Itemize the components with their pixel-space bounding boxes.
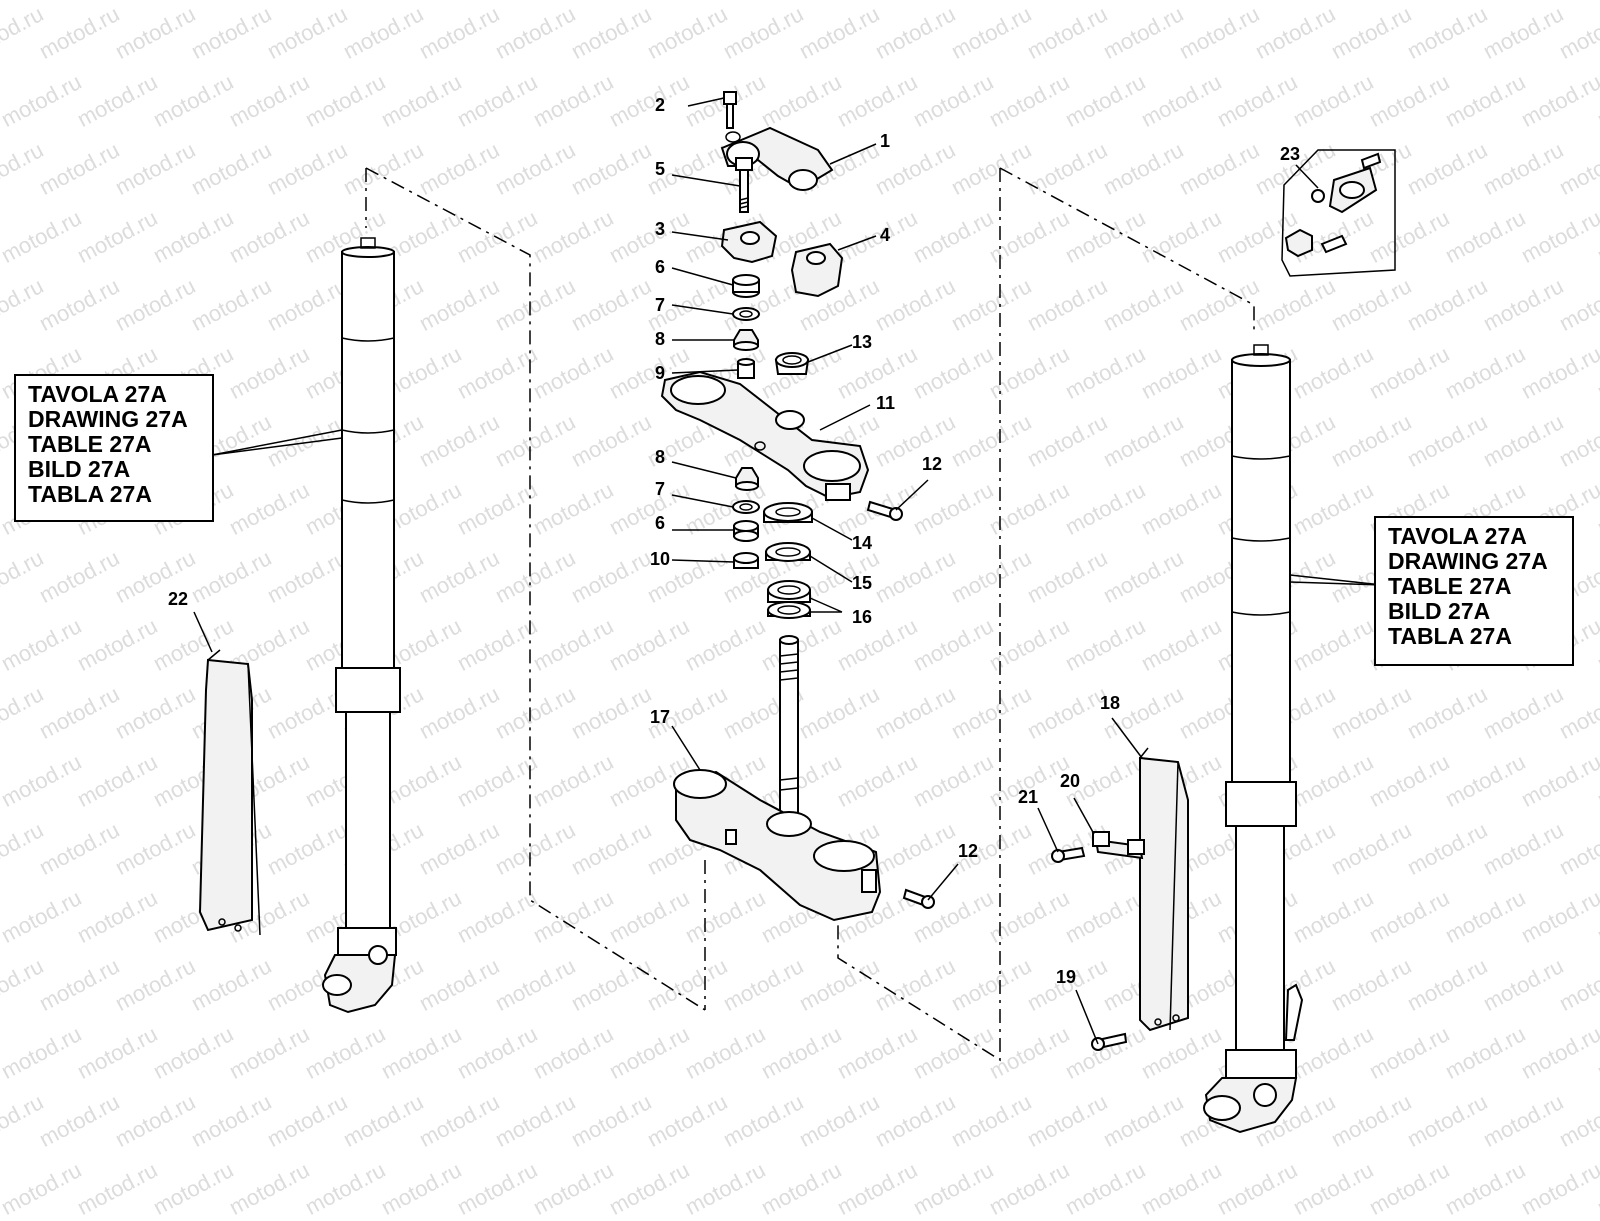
leader-lines: [193, 97, 1383, 1045]
steering-nut-13: [774, 352, 810, 375]
rubber-8-upper: [733, 329, 759, 351]
callout-7-lower: 7: [655, 479, 666, 499]
ref-line: TAVOLA 27A: [28, 381, 167, 407]
callout-6-upper: 6: [655, 257, 666, 277]
fork-guard-18: [1139, 747, 1189, 1032]
callout-17: 17: [650, 707, 671, 727]
fork-leg-left: [322, 237, 401, 1014]
spacer-9: [737, 358, 755, 379]
ref-line: DRAWING 27A: [28, 406, 188, 432]
callout-20: 20: [1060, 771, 1081, 791]
hose-guide-20: [1051, 831, 1145, 863]
callout-6-lower: 6: [655, 513, 666, 533]
fork-guard-22: [198, 649, 261, 936]
callout-12-lower: 12: [958, 841, 979, 861]
callout-16: 16: [852, 607, 873, 627]
callout-19: 19: [1056, 967, 1077, 987]
ref-line: TAVOLA 27A: [1388, 523, 1527, 549]
callout-1: 1: [880, 131, 891, 151]
ref-line: TABLE 27A: [28, 431, 152, 457]
bearing-16: [767, 580, 811, 619]
nut-10: [733, 552, 759, 569]
callout-7-upper: 7: [655, 295, 666, 315]
callout-22: 22: [168, 589, 189, 609]
ref-line: TABLA 27A: [1388, 623, 1512, 649]
callout-9: 9: [655, 363, 666, 383]
ref-line: DRAWING 27A: [1388, 548, 1548, 574]
callout-4: 4: [880, 225, 891, 245]
ref-line: TABLE 27A: [1388, 573, 1512, 599]
kit-23-box: [1281, 149, 1396, 277]
callout-21: 21: [1018, 787, 1039, 807]
callout-3: 3: [655, 219, 666, 239]
washer-7-lower: [732, 500, 760, 514]
lower-triple-clamp-17: [673, 635, 882, 922]
dashed-frame-left: [365, 167, 706, 1011]
callout-13: 13: [852, 332, 873, 352]
ref-line: BILD 27A: [1388, 598, 1491, 624]
bushing-6-lower: [733, 520, 759, 542]
callout-14: 14: [852, 533, 873, 553]
washer-7-upper: [732, 307, 760, 321]
callout-12-upper: 12: [922, 454, 943, 474]
handlebar-clamp-lower-3: [720, 220, 778, 264]
reference-box-left: TAVOLA 27A DRAWING 27A TABLE 27A BILD 27…: [14, 374, 214, 522]
callout-10: 10: [650, 549, 671, 569]
ring-nut-14: [763, 502, 813, 523]
bolt-5: [735, 157, 753, 213]
bolt-12-lower: [902, 888, 935, 909]
callout-8-lower: 8: [655, 447, 666, 467]
callout-18: 18: [1100, 693, 1121, 713]
callout-15: 15: [852, 573, 873, 593]
reference-box-right: TAVOLA 27A DRAWING 27A TABLE 27A BILD 27…: [1374, 516, 1574, 666]
bushing-6-upper: [732, 274, 760, 298]
dust-seal-15: [765, 542, 811, 562]
rubber-8-lower: [735, 467, 759, 491]
ref-line: BILD 27A: [28, 456, 131, 482]
callout-5: 5: [655, 159, 666, 179]
handlebar-clamp-lower-4: [790, 242, 844, 298]
callout-8-upper: 8: [655, 329, 666, 349]
callout-23: 23: [1280, 144, 1301, 164]
ref-line: TABLA 27A: [28, 481, 152, 507]
dashed-frame-right: [837, 167, 1255, 1062]
bolt-12-upper: [866, 500, 903, 521]
bolt-2: [723, 91, 737, 129]
fork-leg-right: [1203, 344, 1304, 1134]
callout-2: 2: [655, 95, 666, 115]
callout-11: 11: [876, 393, 896, 413]
upper-triple-clamp-11: [660, 370, 870, 501]
